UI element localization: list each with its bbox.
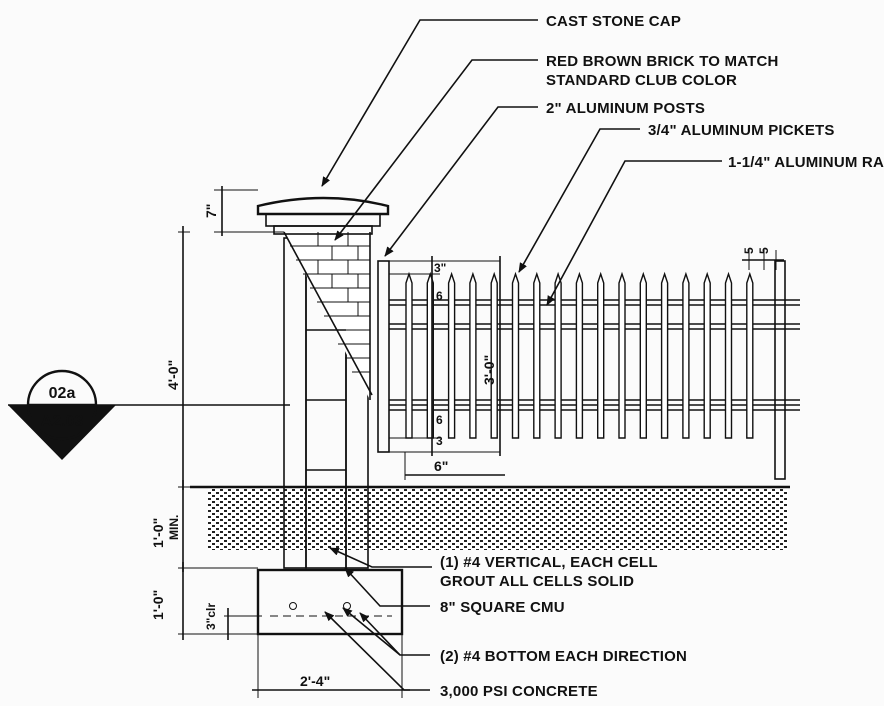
footing-width-dimension: 2'-4" xyxy=(300,673,330,689)
section-sheet-reference: A2.03 xyxy=(41,413,84,430)
dimension-lines xyxy=(178,186,784,698)
picket xyxy=(490,271,498,439)
vertical-rebar-label-line1: (1) #4 VERTICAL, EACH CELL xyxy=(440,554,658,571)
picket xyxy=(682,271,690,439)
bottom-rail-offset-dimension: 3 xyxy=(436,434,443,448)
cast-stone-cap xyxy=(256,196,390,235)
vertical-rebar-label-line2: GROUT ALL CELLS SOLID xyxy=(440,573,634,590)
picket xyxy=(618,271,626,439)
picket xyxy=(405,271,413,439)
picket-spacing-dimension-a: 5 xyxy=(742,247,756,254)
picket xyxy=(639,271,647,439)
cast-stone-cap-label: CAST STONE CAP xyxy=(546,13,681,30)
section-cut-marker xyxy=(8,369,290,460)
brick-label-line1: RED BROWN BRICK TO MATCH xyxy=(546,53,779,70)
cap-height-dimension: 7" xyxy=(203,204,219,218)
concrete-label: 3,000 PSI CONCRETE xyxy=(440,683,598,700)
pier-height-dimension: 4'-0" xyxy=(165,360,181,390)
aluminum-fence xyxy=(377,260,800,480)
brick-label-line2: STANDARD CLUB COLOR xyxy=(546,72,737,89)
embed-min-note: MIN. xyxy=(167,515,181,540)
aluminum-post-right xyxy=(774,260,786,480)
picket xyxy=(660,271,669,439)
brick-face xyxy=(283,231,373,400)
picket xyxy=(746,271,754,439)
aluminum-pickets xyxy=(405,271,754,439)
picket xyxy=(469,271,477,439)
aluminum-pickets-label: 3/4" ALUMINUM PICKETS xyxy=(648,122,835,139)
picket xyxy=(724,271,733,439)
ground-clearance-dimension: 6" xyxy=(434,458,448,474)
embed-depth-dimension: 1'-0" xyxy=(150,518,166,548)
brick-pier xyxy=(283,231,373,569)
concrete-footing xyxy=(256,568,404,636)
picket-spacing-dimension-b: 5 xyxy=(757,247,771,254)
picket xyxy=(447,271,456,439)
ground xyxy=(190,485,790,550)
top-rail-spacing-dimension: 6 xyxy=(436,289,443,303)
bottom-bars-label: (2) #4 BOTTOM EACH DIRECTION xyxy=(440,648,687,665)
picket xyxy=(554,271,562,439)
footing-clear-dimension: 3"clr xyxy=(204,603,218,630)
picket xyxy=(511,271,520,439)
picket xyxy=(533,271,541,439)
section-number: 02a xyxy=(49,385,76,402)
aluminum-post-left xyxy=(377,260,390,453)
fence-height-dimension: 3'-0" xyxy=(481,355,497,385)
footing-depth-dimension: 1'-0" xyxy=(150,590,166,620)
leader-lines xyxy=(321,19,722,691)
aluminum-posts-label: 2" ALUMINUM POSTS xyxy=(546,100,705,117)
bottom-rail-spacing-dimension: 6 xyxy=(436,413,443,427)
picket xyxy=(597,271,605,439)
top-rail-offset-dimension: 3" xyxy=(434,261,446,275)
picket xyxy=(703,271,711,439)
cmu-label: 8" SQUARE CMU xyxy=(440,599,565,616)
aluminum-rails-label: 1-1/4" ALUMINUM RAILS xyxy=(728,154,884,171)
picket xyxy=(575,271,584,439)
